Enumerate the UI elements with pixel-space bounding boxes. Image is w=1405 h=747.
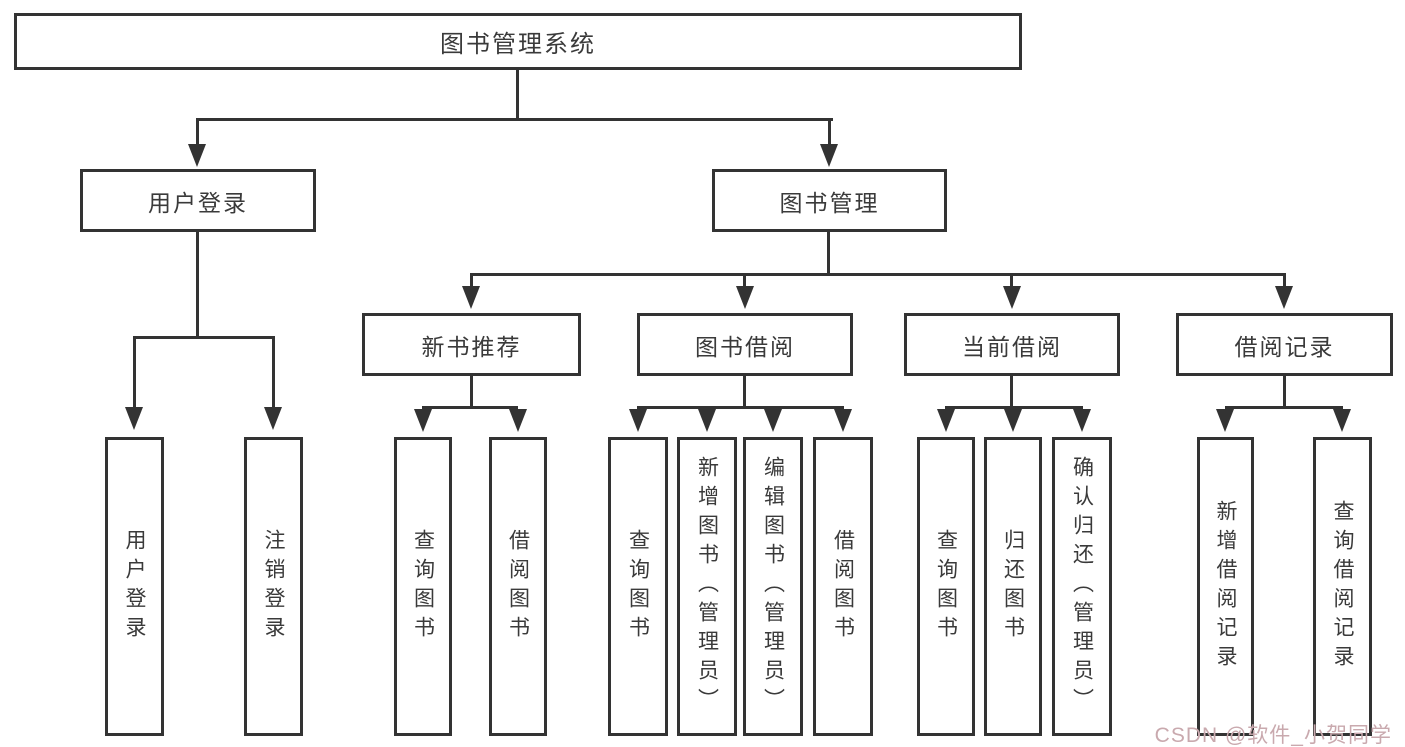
leaf-label: 查询图书 xyxy=(934,528,958,645)
node-user-login: 用户登录 xyxy=(80,169,316,232)
connector-line xyxy=(1283,276,1286,286)
arrowhead-down-icon xyxy=(264,407,282,430)
connector-line xyxy=(637,406,844,409)
arrowhead-down-icon xyxy=(188,144,206,167)
leaf-label: 查询借阅记录 xyxy=(1331,499,1354,674)
arrowhead-down-icon xyxy=(1275,286,1293,309)
connector-line xyxy=(196,232,199,339)
arrowhead-down-icon xyxy=(834,409,852,432)
node-borrow-records-label: 借阅记录 xyxy=(1234,333,1335,360)
arrowhead-down-icon xyxy=(1216,409,1234,432)
leaf-logout: 注销登录 xyxy=(244,437,303,736)
leaf-label: 新增图书（管理员） xyxy=(695,456,719,717)
arrowhead-down-icon xyxy=(125,407,143,430)
connector-line xyxy=(470,273,1286,276)
connector-line xyxy=(1010,376,1013,409)
arrowhead-down-icon xyxy=(414,409,432,432)
connector-line xyxy=(1225,406,1343,409)
connector-line xyxy=(945,406,1083,409)
leaf-label: 借阅图书 xyxy=(831,528,855,645)
leaf-label: 用户登录 xyxy=(123,528,146,645)
node-user-login-label: 用户登录 xyxy=(148,189,248,216)
leaf-label: 注销登录 xyxy=(262,528,285,645)
node-borrow-records: 借阅记录 xyxy=(1176,313,1393,376)
node-book-borrow: 图书借阅 xyxy=(637,313,853,376)
node-new-books: 新书推荐 xyxy=(362,313,581,376)
leaf-current-return: 归还图书 xyxy=(984,437,1042,736)
connector-line xyxy=(133,339,136,407)
leaf-borrow-edit: 编辑图书（管理员） xyxy=(743,437,803,736)
csdn-watermark: CSDN @软件_小贺同学 xyxy=(1154,724,1392,747)
arrowhead-down-icon xyxy=(629,409,647,432)
leaf-borrow-borrow: 借阅图书 xyxy=(813,437,873,736)
leaf-label: 借阅图书 xyxy=(506,528,530,645)
connector-line xyxy=(196,118,833,121)
node-book-mgmt: 图书管理 xyxy=(712,169,947,232)
arrowhead-down-icon xyxy=(764,409,782,432)
connector-line xyxy=(743,276,746,286)
leaf-records-query: 查询借阅记录 xyxy=(1313,437,1372,736)
arrowhead-down-icon xyxy=(820,144,838,167)
connector-line xyxy=(828,121,831,144)
connector-line xyxy=(1010,276,1013,286)
arrowhead-down-icon xyxy=(1004,409,1022,432)
node-root: 图书管理系统 xyxy=(14,13,1022,70)
connector-line xyxy=(827,232,830,276)
arrowhead-down-icon xyxy=(937,409,955,432)
connector-line xyxy=(743,376,746,409)
connector-line xyxy=(470,376,473,409)
leaf-newbooks-query: 查询图书 xyxy=(394,437,452,736)
leaf-records-add: 新增借阅记录 xyxy=(1197,437,1254,736)
leaf-current-query: 查询图书 xyxy=(917,437,975,736)
connector-line xyxy=(1283,376,1286,409)
connector-line xyxy=(196,121,199,144)
connector-line xyxy=(516,70,519,121)
leaf-label: 确认归还（管理员） xyxy=(1070,456,1094,717)
node-current-borrow: 当前借阅 xyxy=(904,313,1120,376)
arrowhead-down-icon xyxy=(1333,409,1351,432)
leaf-label: 新增借阅记录 xyxy=(1214,499,1237,674)
arrowhead-down-icon xyxy=(509,409,527,432)
leaf-borrow-add: 新增图书（管理员） xyxy=(677,437,737,736)
leaf-borrow-query: 查询图书 xyxy=(608,437,668,736)
connector-line xyxy=(470,276,473,286)
leaf-user-login: 用户登录 xyxy=(105,437,164,736)
arrowhead-down-icon xyxy=(462,286,480,309)
node-current-borrow-label: 当前借阅 xyxy=(962,333,1062,360)
arrowhead-down-icon xyxy=(1003,286,1021,309)
leaf-newbooks-borrow: 借阅图书 xyxy=(489,437,547,736)
connector-line xyxy=(272,339,275,407)
node-book-borrow-label: 图书借阅 xyxy=(695,333,795,360)
connector-line xyxy=(422,406,518,409)
leaf-current-confirm: 确认归还（管理员） xyxy=(1052,437,1112,736)
node-root-label: 图书管理系统 xyxy=(440,31,596,58)
node-new-books-label: 新书推荐 xyxy=(421,333,522,360)
arrowhead-down-icon xyxy=(1073,409,1091,432)
node-book-mgmt-label: 图书管理 xyxy=(779,189,880,216)
arrowhead-down-icon xyxy=(698,409,716,432)
leaf-label: 归还图书 xyxy=(1001,528,1025,645)
leaf-label: 查询图书 xyxy=(411,528,435,645)
arrowhead-down-icon xyxy=(736,286,754,309)
leaf-label: 编辑图书（管理员） xyxy=(761,456,785,717)
leaf-label: 查询图书 xyxy=(626,528,650,645)
connector-line xyxy=(133,336,275,339)
